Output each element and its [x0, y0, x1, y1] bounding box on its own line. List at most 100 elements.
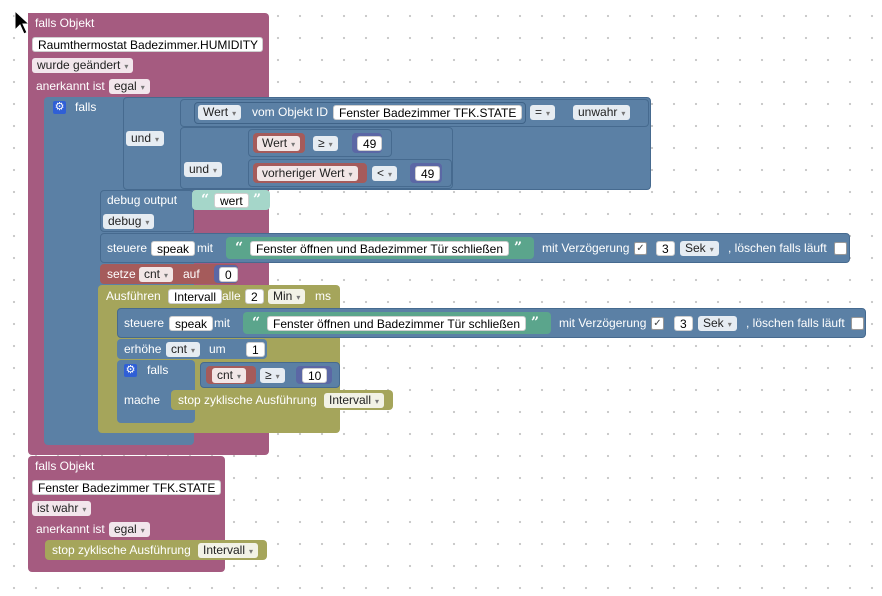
and-dropdown-inner[interactable]: und▾ — [184, 162, 223, 177]
clear-running-label-1: , löschen falls läuft — [728, 241, 827, 255]
quote-open-icon: “ — [201, 192, 210, 208]
ack-dropdown[interactable]: egal▾ — [109, 79, 150, 94]
set-label: setze — [107, 267, 136, 281]
chevron-down-icon: ▾ — [546, 109, 551, 118]
every-label: alle — [222, 289, 241, 303]
delay-label-1: mit Verzögerung — [542, 241, 630, 255]
chevron-down-icon: ▾ — [296, 293, 301, 302]
delay-unit-dropdown-1[interactable]: Sek▾ — [680, 241, 719, 256]
gear-icon[interactable]: ⚙ — [124, 364, 137, 377]
chevron-down-icon: ▾ — [328, 140, 333, 149]
increment-value-field[interactable]: 1 — [246, 342, 265, 357]
interval-name-field[interactable]: Intervall — [168, 289, 223, 304]
clear-running-checkbox-2[interactable] — [851, 317, 864, 330]
object-id-field-2[interactable]: Fenster Badezimmer TFK.STATE — [32, 480, 222, 495]
ack-dropdown-2[interactable]: egal▾ — [109, 522, 150, 537]
control-label-1: steuere — [107, 241, 148, 255]
cnt-operator-dropdown[interactable]: ≥▾ — [260, 368, 285, 383]
with-label-1: mit — [197, 241, 213, 255]
chevron-down-icon: ▾ — [191, 346, 196, 355]
interval-unit-dropdown[interactable]: Min▾ — [268, 289, 306, 304]
speak-text-field-2[interactable]: Fenster öffnen und Badezimmer Tür schlie… — [267, 316, 527, 331]
chevron-down-icon: ▾ — [164, 271, 169, 280]
operator-dropdown-eq[interactable]: =▾ — [530, 105, 556, 120]
debug-output-block[interactable] — [100, 190, 194, 232]
chevron-down-icon: ▾ — [82, 505, 87, 514]
chevron-down-icon: ▾ — [145, 218, 150, 227]
operator-dropdown-gte[interactable]: ≥▾ — [313, 136, 338, 151]
debug-level-dropdown[interactable]: debug▾ — [103, 214, 155, 229]
stop-interval-dropdown-2[interactable]: Intervall▾ — [198, 543, 259, 558]
prev-value-dropdown[interactable]: vorheriger Wert▾ — [257, 166, 358, 181]
trigger-dropdown[interactable]: wurde geändert▾ — [32, 58, 134, 73]
object-id-field[interactable]: Raumthermostat Badezimmer.HUMIDITY — [32, 37, 263, 52]
number-field-2[interactable]: 49 — [357, 136, 383, 151]
chevron-down-icon: ▾ — [237, 372, 242, 381]
event-header-label: falls Objekt — [35, 16, 95, 30]
chevron-down-icon: ▾ — [375, 397, 380, 406]
with-label-2: mit — [214, 316, 230, 330]
from-object-label: vom Objekt ID — [252, 105, 329, 119]
event2-header-label: falls Objekt — [35, 459, 95, 473]
chevron-down-icon: ▾ — [291, 140, 296, 149]
cnt-var-dropdown[interactable]: cnt▾ — [212, 368, 247, 383]
ack-label: anerkannt ist — [36, 79, 105, 93]
chevron-down-icon: ▾ — [348, 170, 353, 179]
quote-open-icon: “ — [252, 315, 261, 331]
delay-checkbox-2[interactable]: ✓ — [651, 317, 664, 330]
clear-running-label-2: , löschen falls läuft — [746, 316, 845, 330]
quote-close-icon: ” — [514, 240, 523, 256]
stop-interval-dropdown-inner[interactable]: Intervall▾ — [324, 393, 385, 408]
object-id-field-window[interactable]: Fenster Badezimmer TFK.STATE — [333, 105, 523, 120]
chevron-down-icon: ▾ — [275, 372, 280, 381]
by-label: um — [209, 342, 226, 356]
debug-output-label: debug output — [107, 193, 178, 207]
speak-target-field-2[interactable]: speak — [169, 316, 214, 331]
quote-open-icon: “ — [235, 240, 244, 256]
operator-dropdown-lt[interactable]: <▾ — [372, 166, 398, 181]
set-var-dropdown[interactable]: cnt▾ — [139, 267, 174, 282]
chevron-down-icon: ▾ — [621, 109, 626, 118]
if-falls-label: falls — [75, 100, 97, 114]
set-value-field[interactable]: 0 — [219, 267, 238, 282]
clear-running-checkbox-1[interactable] — [834, 242, 847, 255]
quote-close-icon: ” — [253, 192, 262, 208]
stop-interval-label-2: stop zyklische Ausführung — [52, 543, 191, 557]
increment-var-dropdown[interactable]: cnt▾ — [166, 342, 201, 357]
delay-unit-dropdown-2[interactable]: Sek▾ — [698, 316, 737, 331]
chevron-down-icon: ▾ — [232, 109, 237, 118]
delay-value-field-1[interactable]: 3 — [656, 241, 675, 256]
ack-label-2: anerkannt ist — [36, 522, 105, 536]
delay-label-2: mit Verzögerung — [559, 316, 647, 330]
inner-if-falls-label: falls — [147, 363, 169, 377]
speak-target-field-1[interactable]: speak — [151, 241, 196, 256]
gear-icon[interactable]: ⚙ — [53, 101, 66, 114]
execute-label: Ausführen — [106, 289, 161, 303]
speak-text-field-1[interactable]: Fenster öffnen und Badezimmer Tür schlie… — [250, 241, 510, 256]
chevron-down-icon: ▾ — [213, 166, 218, 175]
chevron-down-icon: ▾ — [124, 62, 129, 71]
debug-text-field[interactable]: wert — [214, 193, 249, 208]
value-dropdown-2[interactable]: Wert▾ — [257, 136, 301, 151]
bool-dropdown[interactable]: unwahr▾ — [573, 105, 631, 120]
chevron-down-icon: ▾ — [388, 170, 393, 179]
interval-value-field[interactable]: 2 — [245, 289, 264, 304]
ms-label: ms — [315, 289, 331, 303]
to-label: auf — [183, 267, 200, 281]
delay-checkbox-1[interactable]: ✓ — [634, 242, 647, 255]
trigger-dropdown-2[interactable]: ist wahr▾ — [32, 501, 92, 516]
inner-mache-label: mache — [124, 393, 161, 407]
chevron-down-icon: ▾ — [155, 135, 160, 144]
number-field-3[interactable]: 49 — [415, 166, 441, 181]
cnt-number-field[interactable]: 10 — [302, 368, 328, 383]
delay-value-field-2[interactable]: 3 — [674, 316, 693, 331]
quote-close-icon: ” — [531, 315, 540, 331]
chevron-down-icon: ▾ — [727, 320, 732, 329]
stop-interval-label-inner: stop zyklische Ausführung — [178, 393, 317, 407]
chevron-down-icon: ▾ — [140, 526, 145, 535]
control-label-2: steuere — [124, 316, 165, 330]
and-dropdown-outer[interactable]: und▾ — [126, 131, 165, 146]
chevron-down-icon: ▾ — [249, 547, 254, 556]
value-field-dropdown[interactable]: Wert▾ — [198, 105, 242, 120]
chevron-down-icon: ▾ — [709, 245, 714, 254]
